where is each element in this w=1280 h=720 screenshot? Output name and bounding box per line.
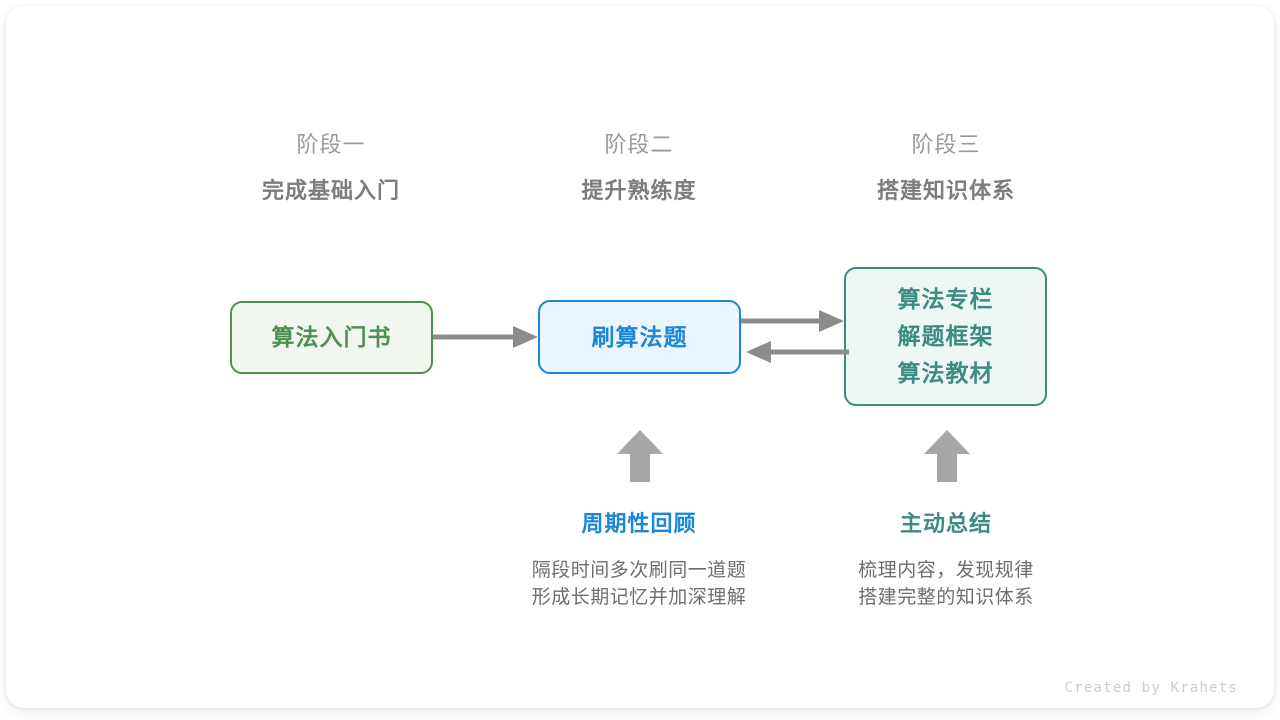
phase-title: 完成基础入门 — [261, 178, 400, 203]
note-body-line: 隔段时间多次刷同一道题 — [531, 560, 747, 581]
note-body-line: 形成长期记忆并加深理解 — [531, 587, 747, 608]
node-algorithm-intro-book: 算法入门书 — [230, 301, 433, 374]
arrow-practice-to-resources-icon — [741, 310, 844, 332]
note-active-summary: 主动总结 梳理内容，发现规律 搭建完整的知识体系 — [796, 509, 1096, 611]
note-title: 主动总结 — [899, 511, 992, 536]
node-label: 算法入门书 — [271, 324, 392, 350]
arrow-review-up-icon — [617, 430, 663, 482]
note-periodic-review: 周期性回顾 隔段时间多次刷同一道题 形成长期记忆并加深理解 — [489, 509, 789, 611]
note-body: 梳理内容，发现规律 搭建完整的知识体系 — [796, 557, 1096, 611]
phase-kicker: 阶段一 — [296, 132, 366, 157]
phase-title: 搭建知识体系 — [876, 178, 1015, 203]
node-learning-resources: 算法专栏 解题框架 算法教材 — [844, 267, 1047, 406]
phase-header-1: 阶段一 完成基础入门 — [201, 130, 461, 206]
node-practice-problems: 刷算法题 — [538, 300, 741, 374]
phase-title: 提升熟练度 — [581, 178, 697, 203]
phase-header-3: 阶段三 搭建知识体系 — [816, 130, 1076, 206]
phase-kicker: 阶段三 — [911, 132, 981, 157]
node-label: 算法教材 — [897, 360, 994, 386]
note-body-line: 梳理内容，发现规律 — [858, 560, 1034, 581]
node-label: 解题框架 — [897, 323, 994, 349]
node-label: 刷算法题 — [591, 323, 688, 350]
note-body: 隔段时间多次刷同一道题 形成长期记忆并加深理解 — [489, 557, 789, 611]
credit-text: Created by Krahets — [1064, 680, 1238, 696]
arrow-summary-up-icon — [924, 430, 970, 482]
note-body-line: 搭建完整的知识体系 — [858, 587, 1034, 608]
note-title: 周期性回顾 — [581, 511, 697, 536]
phase-header-2: 阶段二 提升熟练度 — [509, 130, 769, 206]
arrow-resources-to-practice-icon — [746, 341, 849, 363]
node-label: 算法专栏 — [897, 286, 994, 312]
phase-kicker: 阶段二 — [604, 132, 674, 157]
arrow-book-to-practice-icon — [433, 326, 538, 348]
